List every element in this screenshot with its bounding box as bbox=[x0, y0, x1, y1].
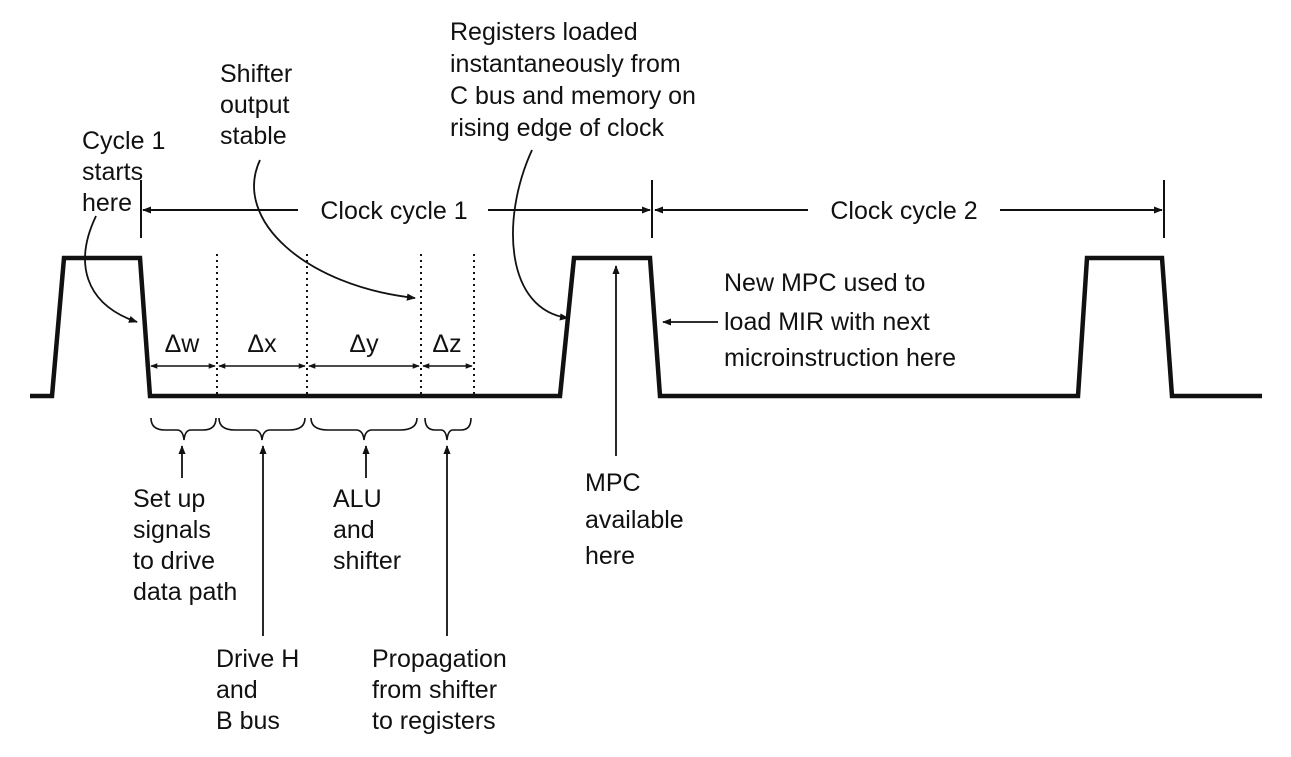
mpc-available-label: MPC available here bbox=[585, 469, 691, 570]
registers-loaded-label: Registers loaded instantaneously from C … bbox=[450, 18, 703, 142]
alu-shifter-label: ALU and shifter bbox=[333, 485, 401, 575]
delta-z-label: Δz bbox=[432, 330, 461, 358]
delta-x-label: Δx bbox=[247, 330, 277, 358]
brace-w bbox=[150, 417, 217, 441]
clock-cycle-2-label: Clock cycle 2 bbox=[830, 197, 977, 225]
cycle-start-arrow bbox=[84, 215, 138, 323]
brace-z bbox=[424, 417, 472, 441]
shifter-output-label: Shifter output stable bbox=[220, 60, 299, 150]
delta-y-label: Δy bbox=[349, 330, 379, 358]
brace-x bbox=[218, 417, 306, 441]
clock-waveform bbox=[30, 255, 1262, 399]
set-up-signals-label: Set up signals to drive data path bbox=[133, 485, 237, 606]
registers-loaded-arrow bbox=[512, 149, 569, 321]
shifter-output-arrow bbox=[253, 159, 416, 301]
brace-y bbox=[310, 417, 418, 441]
propagation-label: Propagation from shifter to registers bbox=[372, 645, 514, 735]
delta-w-label: Δw bbox=[165, 330, 201, 358]
drive-h-label: Drive H and B bus bbox=[216, 645, 306, 735]
clock-cycle-1-label: Clock cycle 1 bbox=[320, 197, 467, 225]
cycle-start-label: Cycle 1 starts here bbox=[82, 127, 172, 217]
new-mpc-label: New MPC used to load MIR with next micro… bbox=[724, 269, 956, 372]
